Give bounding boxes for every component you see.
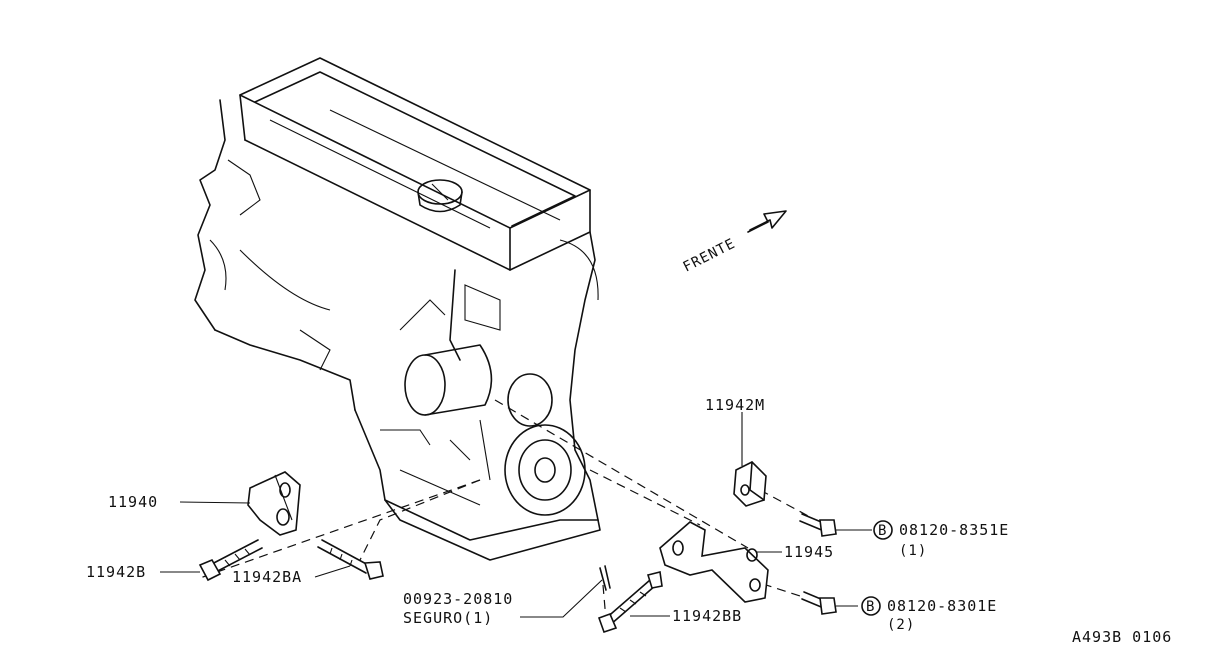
leader-00923 [520, 579, 603, 618]
label-11942bb: 11942BB [672, 607, 742, 625]
label-bolt-8351e-qty: (1) [899, 543, 927, 559]
part-bolt-8301e [801, 591, 837, 615]
label-bolt-8301e-qty: (2) [887, 617, 915, 633]
part-bolt-8351e [799, 513, 837, 537]
label-bolt-8301e: 08120-8301E [887, 597, 997, 615]
bolt-b-symbol-1 [873, 520, 893, 540]
assembly-lines [199, 399, 813, 621]
label-11942ba: 11942BA [232, 568, 302, 586]
label-11942b: 11942B [86, 563, 146, 581]
label-bolt-8351e: 08120-8351E [899, 521, 1009, 539]
label-11942m: 11942M [705, 396, 765, 414]
leader-11942ba [314, 565, 351, 578]
part-11942b-bolt [198, 539, 263, 582]
leader-11940 [179, 501, 251, 504]
part-11942bb-bolt [597, 571, 663, 634]
part-11942ba-bolt [317, 539, 384, 580]
part-00923-pin [599, 565, 611, 591]
bolt-b-symbol-2 [861, 596, 881, 616]
engine-illustration [194, 57, 601, 561]
label-11945: 11945 [784, 543, 834, 561]
bolt-b-letter-1: B [878, 523, 887, 539]
label-00923: 00923-20810 [403, 590, 513, 608]
label-11940: 11940 [108, 493, 158, 511]
part-11940-bracket [247, 471, 301, 536]
front-label: FRENTE [681, 236, 739, 276]
part-11942m-mount [733, 461, 767, 507]
label-seguro: SEGURO(1) [403, 609, 493, 627]
bolt-b-letter-2: B [866, 599, 875, 615]
figure-code: A493B 0106 [1072, 628, 1172, 646]
part-11945-bracket [659, 521, 769, 603]
front-arrow [747, 210, 787, 233]
